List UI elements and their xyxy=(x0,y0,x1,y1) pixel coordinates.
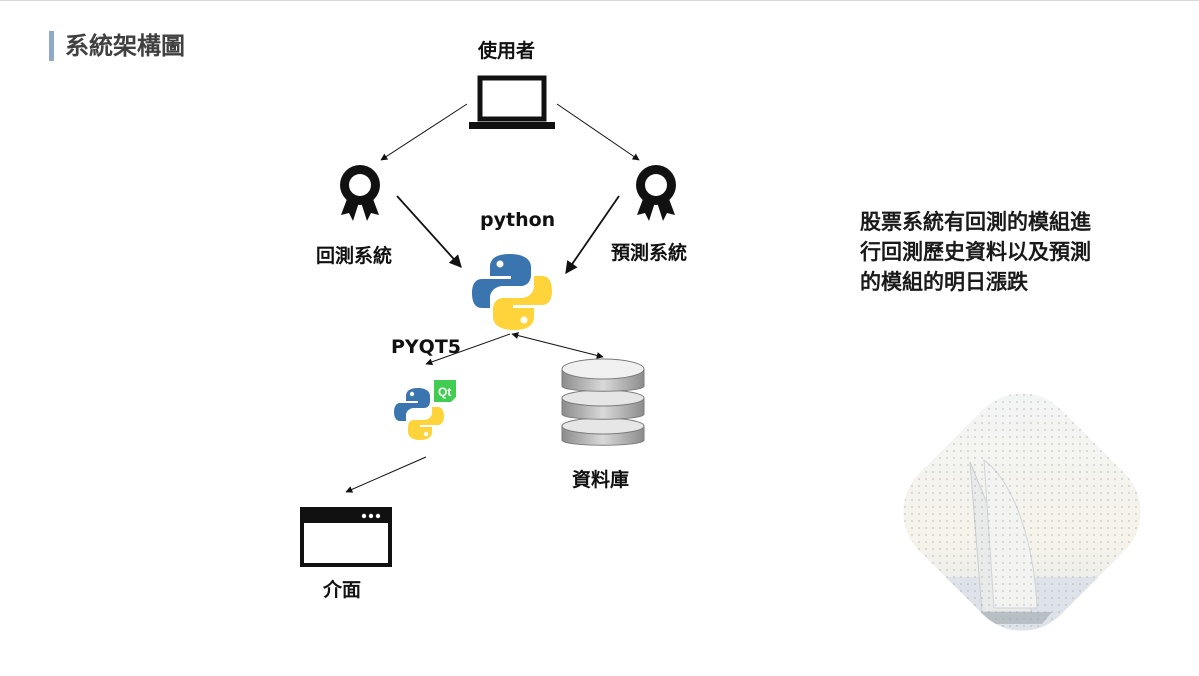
predict-label: 預測系統 xyxy=(611,242,688,264)
pyqt-label: PYQT5 xyxy=(391,336,462,358)
sailboat-photo xyxy=(882,372,1162,652)
app-window-icon xyxy=(300,507,392,567)
svg-text:Qt: Qt xyxy=(438,385,451,399)
description-line: 的模組的明日漲跌 xyxy=(860,270,1028,294)
edge-user-backtest xyxy=(380,103,468,161)
laptop-icon xyxy=(469,75,555,129)
slide-title: 系統架構圖 xyxy=(65,32,185,60)
description-line: 股票系統有回測的模組進 xyxy=(860,210,1091,234)
python-logo-icon xyxy=(472,254,552,330)
edge-user-predict xyxy=(556,103,640,161)
user-label: 使用者 xyxy=(478,40,536,62)
backtest-label: 回測系統 xyxy=(316,245,393,267)
edge-predict-python xyxy=(565,195,620,275)
pyqt-logo-icon: Qt xyxy=(394,380,456,440)
edge-backtest-python xyxy=(396,195,462,268)
top-divider xyxy=(0,0,1199,1)
description-text: 股票系統有回測的模組進 行回測歷史資料以及預測 的模組的明日漲跌 xyxy=(860,207,1160,297)
python-label: python xyxy=(480,209,556,231)
description-line: 行回測歷史資料以及預測 xyxy=(860,240,1091,264)
interface-label: 介面 xyxy=(323,579,362,601)
edge-pyqt-interface xyxy=(345,456,427,493)
edge-python-pyqt xyxy=(425,333,511,366)
database-icon xyxy=(561,358,645,446)
title-accent-bar xyxy=(49,31,54,61)
award-ribbon-icon xyxy=(340,165,380,221)
database-label: 資料庫 xyxy=(572,469,630,491)
edge-python-database xyxy=(511,332,604,359)
award-ribbon-icon xyxy=(636,165,676,221)
